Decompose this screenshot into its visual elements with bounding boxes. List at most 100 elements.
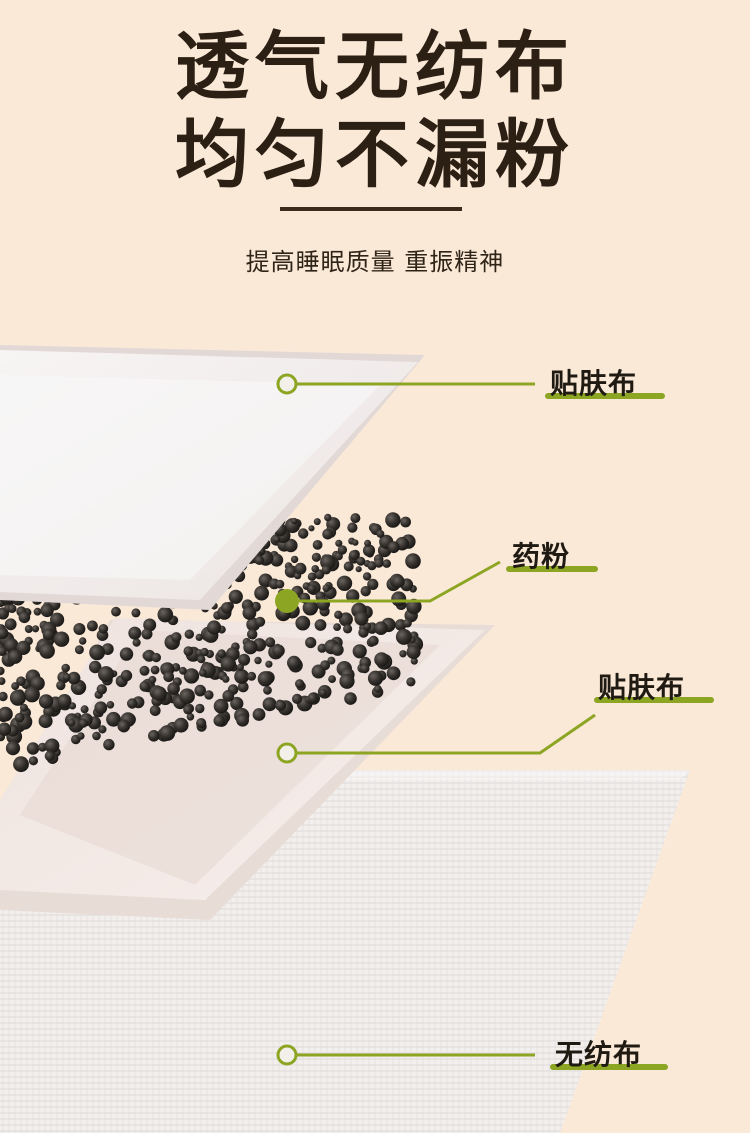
layer-label-skin-top: 贴肤布 xyxy=(550,367,638,400)
powder-bead xyxy=(139,681,151,692)
powder-bead xyxy=(204,690,214,700)
powder-bead xyxy=(33,607,42,616)
pointer-dot-3 xyxy=(276,742,298,764)
powder-bead xyxy=(38,694,54,709)
powder-bead xyxy=(40,603,54,618)
powder-bead xyxy=(265,660,273,668)
powder-bead xyxy=(400,516,411,528)
powder-bead xyxy=(198,669,207,677)
powder-bead xyxy=(308,525,315,532)
powder-bead xyxy=(284,538,298,553)
powder-bead xyxy=(374,621,388,635)
powder-bead xyxy=(39,643,55,659)
powder-bead xyxy=(4,638,19,653)
powder-bead xyxy=(385,512,401,528)
powder-bead xyxy=(50,612,65,627)
powder-bead xyxy=(61,663,70,673)
powder-bead xyxy=(139,665,150,676)
powder-bead xyxy=(7,604,17,613)
powder-bead xyxy=(179,666,187,675)
powder-bead xyxy=(0,691,8,702)
title-line-1: 透气无纺布 xyxy=(175,24,575,110)
powder-bead xyxy=(222,690,235,702)
powder-bead xyxy=(111,606,121,617)
powder-bead xyxy=(0,627,9,640)
powder-bead xyxy=(387,541,400,554)
powder-bead xyxy=(238,653,251,666)
powder-bead xyxy=(171,632,182,643)
powder-bead xyxy=(343,561,354,572)
powder-bead xyxy=(252,708,266,721)
pointer-dot-4 xyxy=(276,1044,298,1066)
label-underline-1 xyxy=(545,393,665,399)
powder-bead xyxy=(335,539,343,547)
powder-bead xyxy=(403,618,412,628)
powder-bead xyxy=(336,575,353,591)
powder-bead xyxy=(405,553,421,569)
powder-bead xyxy=(9,689,26,706)
powder-bead xyxy=(295,615,311,631)
powder-bead xyxy=(399,650,407,658)
powder-bead xyxy=(24,625,33,633)
powder-bead xyxy=(0,722,12,736)
middle-skin-layer xyxy=(0,618,495,920)
powder-bead xyxy=(74,645,84,655)
powder-bead xyxy=(376,529,385,538)
powder-bead xyxy=(157,606,174,623)
powder-bead xyxy=(257,671,274,687)
powder-bead xyxy=(183,668,200,684)
powder-bead xyxy=(74,684,85,694)
powder-bead xyxy=(273,535,281,543)
powder-bead xyxy=(287,655,301,670)
powder-bead xyxy=(255,616,266,627)
powder-bead xyxy=(67,718,76,727)
layer-label-skin-middle: 贴肤布 xyxy=(598,671,686,704)
powder-bead xyxy=(67,671,81,685)
powder-bead xyxy=(163,671,175,683)
powder-bead xyxy=(352,539,359,546)
powder-bead xyxy=(148,730,160,742)
powder-bead xyxy=(0,646,7,656)
powder-bead xyxy=(360,664,370,674)
powder-bead xyxy=(373,684,382,693)
powder-bead xyxy=(31,625,40,633)
powder-bead xyxy=(307,692,318,704)
powder-bead xyxy=(263,685,272,695)
powder-bead xyxy=(183,704,194,715)
powder-bead xyxy=(243,640,258,655)
powder-bead xyxy=(307,572,317,581)
powder-bead xyxy=(346,589,360,603)
powder-bead xyxy=(44,738,60,754)
powder-bead xyxy=(395,628,412,645)
powder-bead xyxy=(173,717,189,733)
powder-bead xyxy=(141,628,153,640)
powder-bead xyxy=(0,706,13,722)
powder-bead xyxy=(28,756,38,766)
powder-bead xyxy=(331,643,344,656)
powder-bead xyxy=(254,656,262,665)
powder-bead xyxy=(98,624,109,634)
powder-bead xyxy=(364,539,372,547)
powder-bead xyxy=(78,718,88,728)
leader-line-3 xyxy=(296,713,596,755)
powder-bead xyxy=(236,663,244,671)
powder-bead xyxy=(333,623,341,631)
powder-bead xyxy=(242,606,257,620)
powder-bead xyxy=(127,698,138,709)
powder-bead xyxy=(262,697,277,712)
powder-bead xyxy=(254,585,269,601)
powder-bead xyxy=(221,602,233,614)
powder-bead xyxy=(106,711,121,727)
powder-bead xyxy=(200,647,209,657)
powder-bead xyxy=(184,629,194,639)
powder-bead xyxy=(217,649,227,659)
powder-bead xyxy=(0,677,6,685)
powder-bead xyxy=(392,575,405,588)
powder-bead xyxy=(117,719,131,733)
powder-bead xyxy=(348,550,360,561)
powder-bead xyxy=(290,555,299,564)
powder-bead xyxy=(270,553,284,567)
powder-bead xyxy=(386,666,401,681)
powder-bead xyxy=(374,558,384,568)
